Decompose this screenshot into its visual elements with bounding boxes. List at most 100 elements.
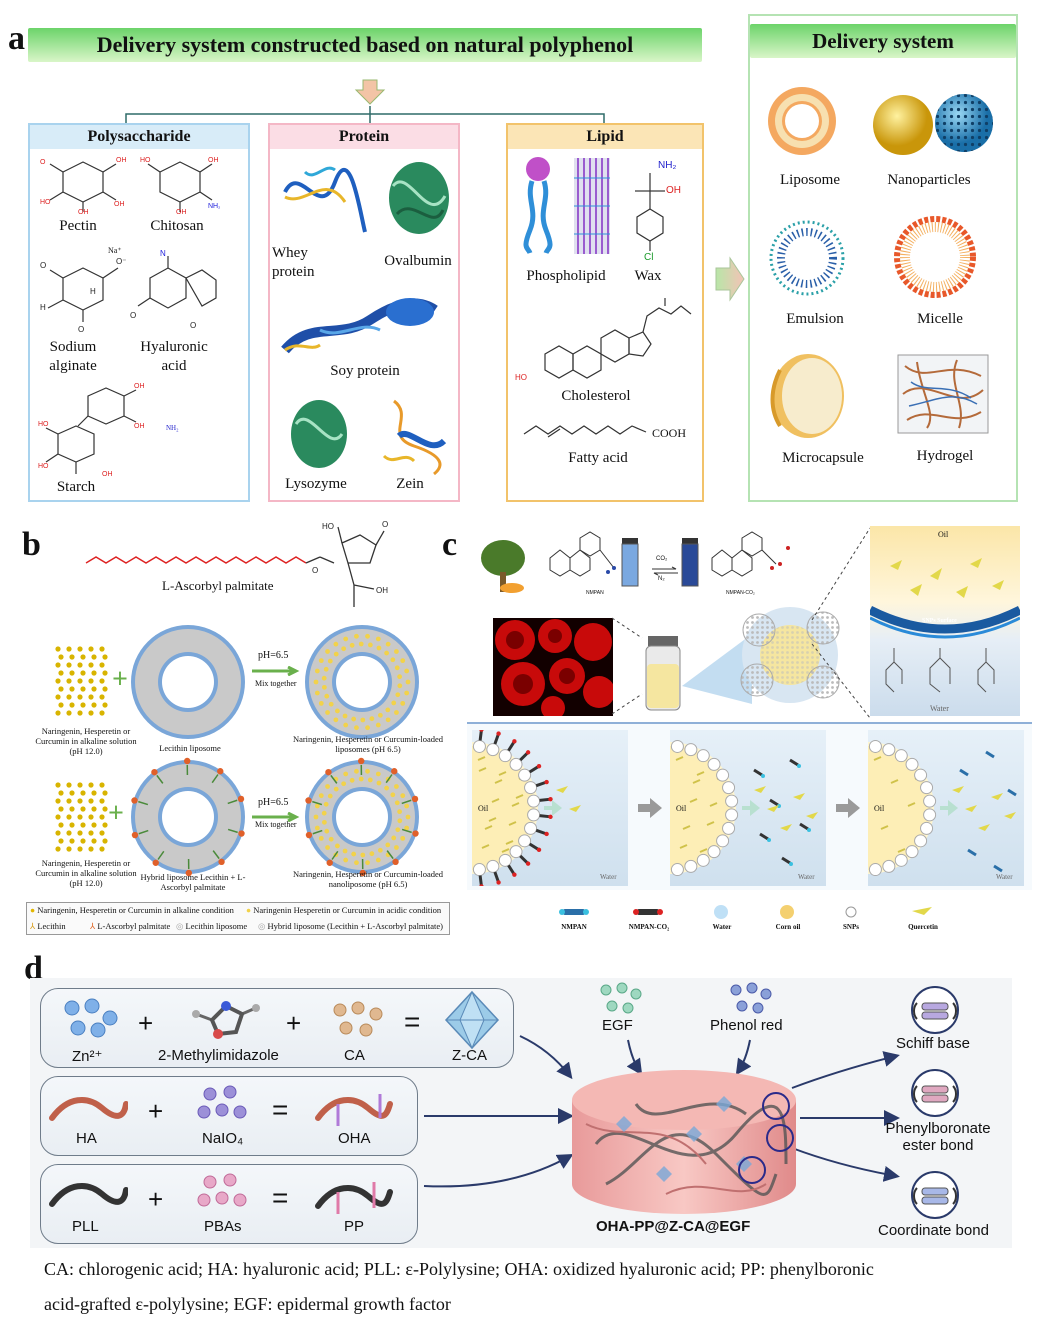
zein-structure [382, 399, 447, 476]
phenylboronate-label: Phenylboronate ester bond [885, 1120, 991, 1154]
svg-text:O: O [40, 261, 46, 270]
legend-b-item-3: ⅄ L-Ascorbyl palmitate [90, 921, 171, 931]
nmpan-co2-vial-icon [681, 538, 699, 587]
svg-text:H: H [40, 303, 46, 312]
soy-protein-label: Soy protein [330, 363, 400, 379]
lysozyme-label: Lysozyme [285, 476, 347, 492]
alkaline-solution-row1 [55, 646, 108, 716]
zif-octahedron-icon [444, 990, 500, 1050]
legend-c-water: Water [712, 923, 732, 931]
svg-text:OH: OH [78, 209, 89, 215]
svg-text:HO: HO [322, 522, 334, 531]
hyaluronic-acid-structure: NOO [130, 249, 217, 330]
egf-spheres-icon [600, 982, 642, 1014]
equilibrium-arrow [652, 566, 678, 576]
micelle-icon [894, 216, 976, 298]
panel-label-c: c [442, 526, 458, 563]
d-row2-eq: = [272, 1094, 289, 1125]
svg-text:OH: OH [116, 157, 127, 164]
soy-protein-structure [281, 298, 438, 354]
alkaline-solution-row2 [55, 782, 108, 852]
nanoparticle-blue-icon [935, 94, 993, 152]
ha-chain-icon [49, 1096, 128, 1121]
naio4-label: NaIO₄ [202, 1130, 244, 1147]
lipid-box: Lipid [506, 123, 704, 502]
svg-text:OH: OH [134, 383, 145, 390]
microcapsule-label: Microcapsule [782, 450, 864, 466]
svg-text:OH: OH [102, 471, 113, 478]
legend-c-snps: SNPs [843, 923, 859, 931]
nmpan-top-label: NMPAN [586, 590, 604, 596]
row1-arrow-top: pH=6.5 [258, 650, 289, 661]
nanoparticle-gold-icon [873, 95, 933, 155]
ca-spheres-icon [333, 1001, 383, 1037]
step3-oil-label: Oil [874, 804, 885, 813]
svg-text:NH₂: NH₂ [208, 203, 220, 210]
zca-label: Z-CA [452, 1047, 487, 1064]
oha-label: OHA [338, 1130, 371, 1147]
legend-b-item-1: ● Naringenin Hesperetin or Curcumin in a… [246, 905, 442, 915]
d-row1-plus-2: + [286, 1008, 302, 1038]
nmpan-vial-icon [621, 538, 639, 587]
wax-cl: Cl [644, 252, 654, 263]
svg-text:OH: OH [208, 157, 219, 164]
sodium-alginate-label: Sodium alginate [49, 339, 97, 374]
zn-spheres-icon [64, 998, 118, 1038]
fluorescence-micrograph [493, 618, 613, 716]
row1-mid-caption: Lecithin liposome [159, 743, 221, 753]
product-label: OHA-PP@Z-CA@EGF [596, 1218, 751, 1235]
methylimidazole-label: 2-Methylimidazole [158, 1047, 279, 1064]
panel-a-connector [125, 79, 605, 124]
co2-label: CO₂ [656, 556, 668, 562]
nmpan-co2-structure [711, 531, 790, 577]
step2-oil-label: Oil [676, 804, 687, 813]
inset-surface-label: SNPs Surface [922, 618, 957, 624]
panel-label-d: d [24, 950, 43, 987]
microcapsule-icon [770, 354, 844, 438]
tree-icon [481, 540, 525, 593]
svg-text:OH: OH [114, 201, 125, 208]
wax-nh2: NH₂ [658, 160, 677, 171]
hydrogel-icon [897, 354, 989, 434]
row1-arrow-bottom: Mix together [255, 679, 297, 688]
ascorbyl-palmitate-structure: HOOOOHOH [85, 520, 388, 607]
step1-oil-label: Oil [478, 804, 489, 813]
panel-a-title: Delivery system constructed based on nat… [28, 28, 702, 62]
d-row2-plus: + [148, 1096, 164, 1126]
step3-droplet [868, 739, 1017, 877]
hydrogel-cylinder-icon [572, 1070, 796, 1214]
panel-c-divider [467, 722, 1032, 724]
naio4-spheres-icon [197, 1085, 247, 1119]
step3-water-label: Water [996, 873, 1013, 881]
step2-water-label: Water [798, 873, 815, 881]
step1-water-label: Water [600, 873, 617, 881]
ascorbyl-palmitate-label: L-Ascorbyl palmitate [162, 578, 274, 593]
row2-arrow-top: pH=6.5 [258, 797, 289, 808]
hyaluronic-acid-label: Hyaluronic acid [140, 339, 208, 374]
pll-label: PLL [72, 1218, 99, 1235]
pp-chain-icon [315, 1182, 393, 1214]
oha-chain-icon [315, 1094, 393, 1126]
caption-line-1: CA: chlorogenic acid; HA: hyaluronic aci… [44, 1259, 874, 1279]
schiff-base-label: Schiff base [896, 1035, 970, 1052]
legend-c-nmpan-co2: NMPAN-CO₂ [628, 923, 670, 931]
hydrogel-label: Hydrogel [916, 448, 974, 464]
d-row1-eq: = [404, 1006, 421, 1037]
fatty-acid-structure [523, 425, 647, 438]
phenylboronate-icon [911, 1069, 959, 1117]
chitosan-label: Chitosan [150, 218, 204, 234]
pbas-label: PBAs [204, 1218, 242, 1235]
phenol-red-label: Phenol red [710, 1017, 783, 1034]
panel-label-b: b [22, 526, 41, 563]
phospholipid-label: Phospholipid [526, 268, 606, 284]
zein-label: Zein [396, 476, 424, 492]
step2-droplet [670, 739, 818, 877]
fatty-acid-cooh: COOH [652, 426, 687, 440]
inset-molecules [885, 648, 995, 693]
nmpan-co2-top-label: NMPAN-CO₂ [726, 590, 755, 596]
svg-text:O: O [78, 325, 84, 333]
svg-text:O: O [312, 566, 318, 575]
panel-d-row1-box [40, 988, 514, 1068]
legend-c-water-icon [714, 905, 728, 919]
